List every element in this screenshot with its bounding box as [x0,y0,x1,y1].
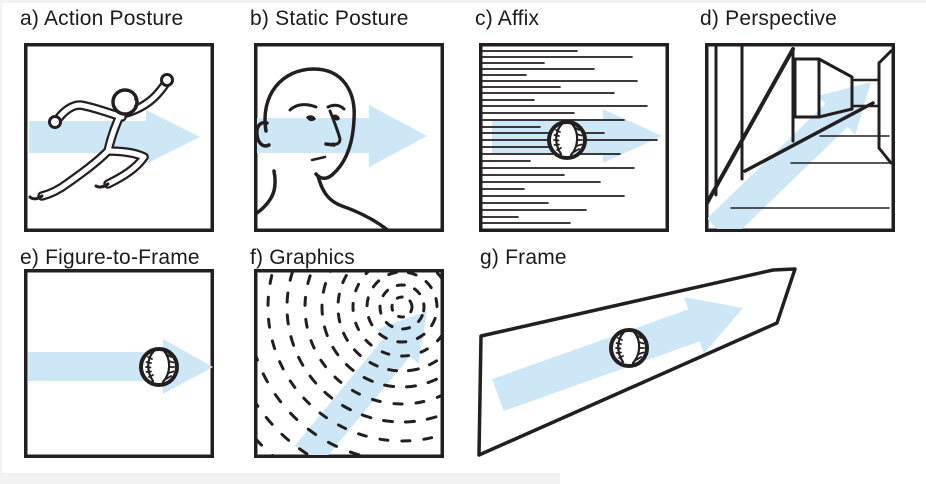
page-edge-bottom [0,473,560,484]
panel-f-art [254,269,444,458]
panel-f-label: f) Graphics [250,246,355,269]
panel-e-art [24,269,214,458]
baseball-icon [609,328,649,368]
baseball-icon [139,347,179,387]
motion-arrow-icon [257,105,427,167]
panel-c-art [479,43,669,232]
left-eye [306,115,316,122]
panel-g-art [477,267,797,457]
mouth [310,155,327,162]
panel-g-label: g) Frame [480,246,567,269]
nose [328,109,342,146]
speed-lines [481,50,658,224]
motion-arrow-icon [708,82,871,229]
runner-fist-raised [160,73,174,87]
street-perspective-icon [708,46,892,209]
eyebrows [288,103,346,112]
page-edge-top [0,0,926,3]
panel-b-art [254,43,444,232]
swirl-dashes-icon [257,272,441,455]
panel-a-art [24,43,214,232]
head-profile-icon [254,67,392,232]
panel-d-art [705,43,895,232]
panel-d-label: d) Perspective [700,7,838,30]
motion-arrow-icon [294,311,427,455]
panel-e-label: e) Figure-to-Frame [20,246,200,269]
runner-fist-front [48,115,62,129]
runner-icon [28,73,174,201]
page-edge-left [0,0,2,484]
panel-b-label: b) Static Posture [250,7,409,30]
panel-a-label: a) Action Posture [20,7,184,30]
panel-c-label: c) Affix [475,7,540,30]
baseball-icon [547,120,587,160]
